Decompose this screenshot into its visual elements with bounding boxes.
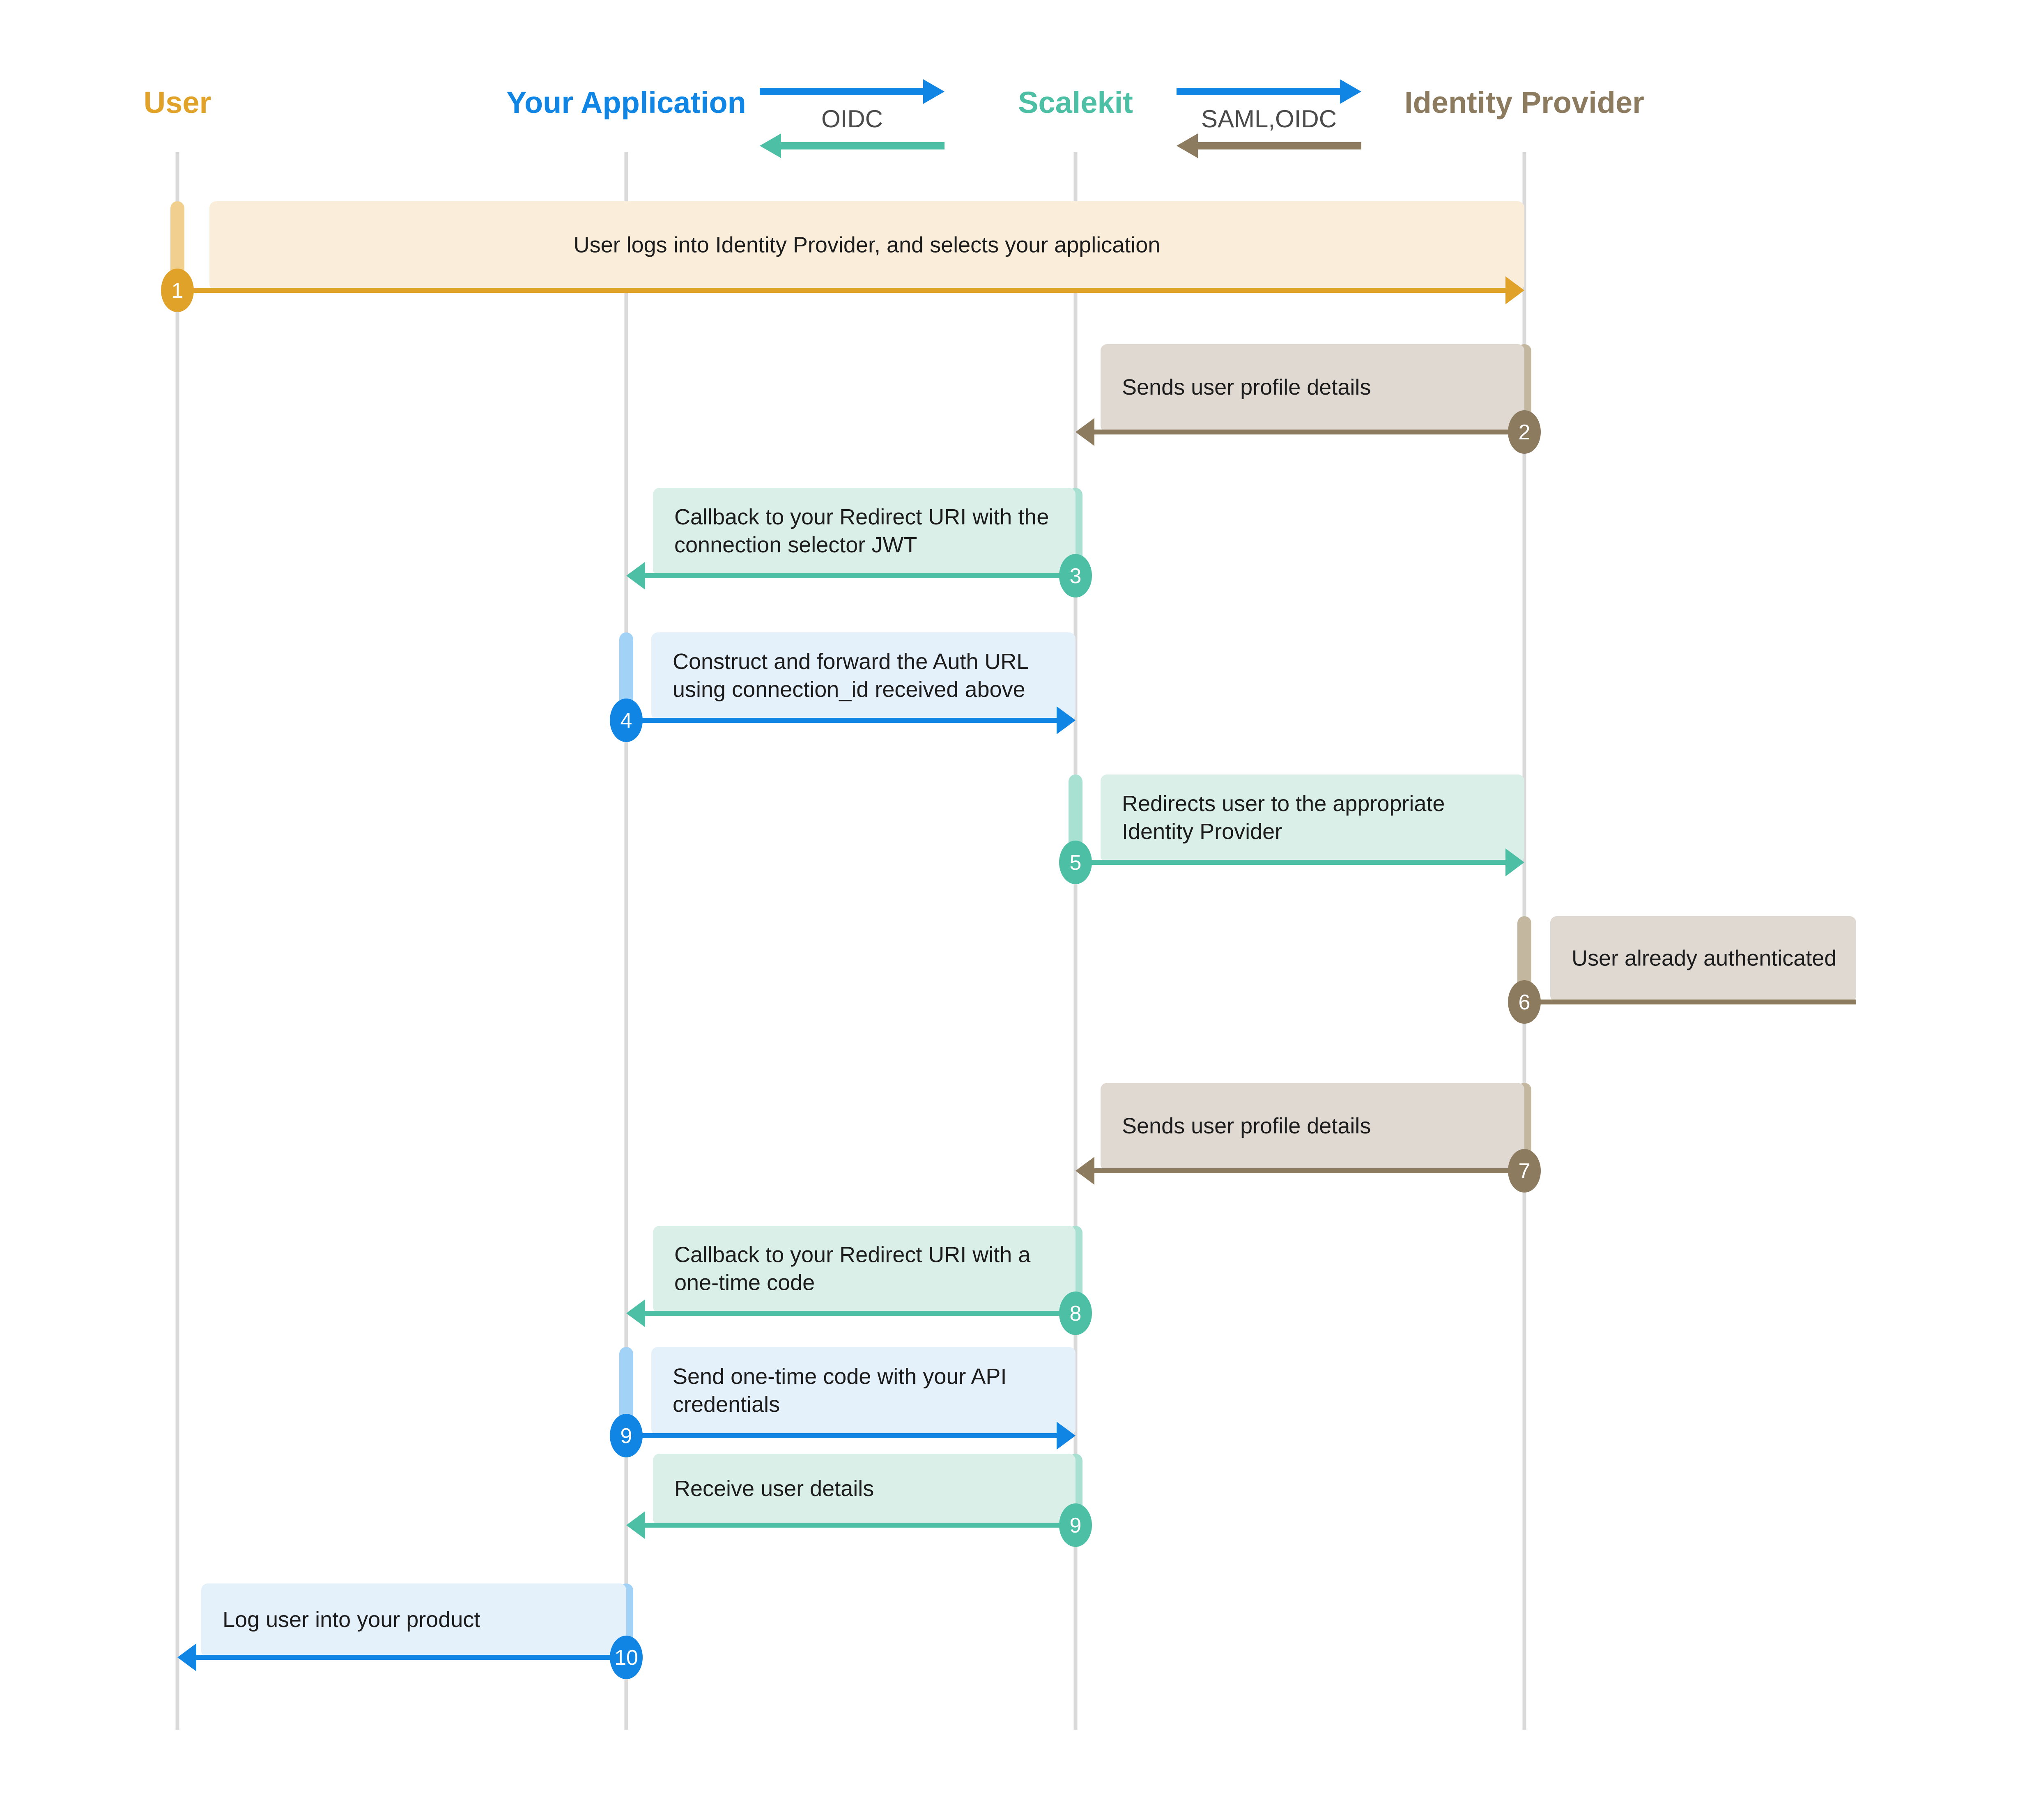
step-number-9: 9 [1070, 1514, 1082, 1537]
step-badge-9 [1059, 1503, 1092, 1547]
arrow-head-1 [1505, 276, 1524, 304]
actor-label-scalekit: Scalekit [1018, 85, 1133, 119]
step-number-5: 5 [1070, 851, 1082, 875]
legend-oidc: OIDC [760, 79, 945, 158]
message-text-4: Construct and forward the Auth URL [673, 649, 1029, 674]
step-number-2: 2 [1519, 421, 1531, 444]
message-box-7 [1101, 1083, 1524, 1171]
message-7: Sends user profile details 7 [1076, 1083, 1541, 1193]
activation-bar-5 [1069, 774, 1082, 852]
step-badge-8 [1059, 1291, 1092, 1335]
message-box-9 [653, 1454, 1076, 1525]
arrow-head-3 [626, 562, 645, 590]
message-text-9: Receive user details [674, 1476, 874, 1501]
arrow-head-7 [1076, 1157, 1094, 1185]
message-box-3 [653, 488, 1076, 576]
message-box-10 [201, 1583, 626, 1657]
activation-bar-4 [619, 632, 633, 710]
legend-arrow-saml-oidc-top [1177, 79, 1361, 104]
legend-arrow-oidc-bottom-head [760, 133, 781, 158]
step-badge-10 [610, 1636, 643, 1679]
message-4: Construct and forward the Auth URL using … [610, 632, 1076, 742]
activation-bar-9 [619, 1347, 633, 1425]
legend-label-oidc: OIDC [821, 105, 883, 133]
message-box-5 [1101, 774, 1524, 862]
message-text-1: User logs into Identity Provider, and se… [574, 233, 1161, 257]
arrow-head-5 [1505, 848, 1524, 876]
legend-arrow-saml-oidc-top-head [1340, 79, 1361, 104]
activation-bar-1 [170, 201, 184, 280]
message-box-9 [651, 1347, 1076, 1436]
message-box-2 [1101, 344, 1524, 432]
message-box-8 [653, 1226, 1076, 1313]
legend-arrow-saml-oidc-bottom [1177, 133, 1361, 158]
activation-bar-6 [1517, 916, 1531, 991]
message-text-5: Redirects user to the appropriate [1122, 791, 1445, 816]
step-number-1: 1 [172, 279, 184, 303]
message-1: User logs into Identity Provider, and se… [161, 201, 1524, 312]
step-badge-1 [161, 269, 194, 312]
legend-arrow-oidc-top-head [923, 79, 945, 104]
actor-label-app: Your Application [506, 85, 746, 119]
step-number-4: 4 [621, 709, 632, 733]
message-text-2: Sends user profile details [1122, 375, 1371, 400]
message-2: Sends user profile details 2 [1076, 344, 1541, 454]
arrow-head-8 [626, 1299, 645, 1327]
step-number-7: 7 [1519, 1159, 1531, 1183]
message-3: Callback to your Redirect URI with the co… [626, 488, 1092, 597]
message-text-9: credentials [673, 1392, 780, 1417]
message-box-4 [651, 632, 1076, 720]
step-badge-2 [1508, 410, 1541, 454]
message-text-8: Callback to your Redirect URI with a [674, 1243, 1031, 1267]
legend-saml-oidc: SAML,OIDC [1177, 79, 1361, 158]
arrow-head-10 [177, 1643, 196, 1671]
message-11: Log user into your product 10 [177, 1583, 643, 1679]
message-box-6 [1550, 916, 1856, 1002]
message-9: Send one-time code with your API credenti… [610, 1347, 1076, 1457]
actor-label-idp: Identity Provider [1404, 85, 1644, 119]
legend-label-saml-oidc: SAML,OIDC [1201, 105, 1337, 133]
step-badge-5 [1059, 841, 1092, 884]
step-badge-4 [610, 699, 643, 742]
step-badge-3 [1059, 554, 1092, 597]
message-text-3: Callback to your Redirect URI with the [674, 505, 1049, 529]
message-text-3: connection selector JWT [674, 533, 917, 557]
message-8: Callback to your Redirect URI with a one-… [626, 1226, 1092, 1335]
message-text-7: Sends user profile details [1122, 1114, 1371, 1138]
message-text-4: using connection_id received above [673, 677, 1025, 702]
step-number-8: 8 [1070, 1302, 1082, 1326]
legend-arrow-oidc-top [760, 79, 945, 104]
message-text-8: one-time code [674, 1271, 815, 1295]
legend-arrow-oidc-bottom [760, 133, 945, 158]
step-number-3: 3 [1070, 564, 1082, 588]
message-5: Redirects user to the appropriateIdentit… [1059, 774, 1524, 884]
message-text-5: Identity Provider [1122, 819, 1282, 844]
legend-arrow-saml-oidc-bottom-head [1177, 133, 1198, 158]
arrow-head-2 [1076, 418, 1094, 446]
message-text-6: User already authenticated [1572, 946, 1836, 971]
message-box-1 [209, 201, 1524, 290]
step-number-9: 9 [621, 1424, 632, 1448]
step-badge-6 [1508, 980, 1541, 1024]
step-number-6: 6 [1519, 990, 1531, 1014]
step-badge-9 [610, 1414, 643, 1457]
message-10: Receive user details 9 [626, 1454, 1092, 1547]
arrow-head-9 [626, 1511, 645, 1539]
step-badge-7 [1508, 1149, 1541, 1193]
step-number-10: 10 [614, 1646, 638, 1670]
actor-label-user: User [144, 85, 211, 119]
message-text-10: Log user into your product [223, 1607, 480, 1632]
message-6: User already authenticated 6 [1508, 916, 1856, 1024]
message-text-9: Send one-time code with your API [673, 1364, 1007, 1389]
arrow-head-9 [1057, 1422, 1076, 1450]
arrow-head-4 [1057, 706, 1076, 734]
